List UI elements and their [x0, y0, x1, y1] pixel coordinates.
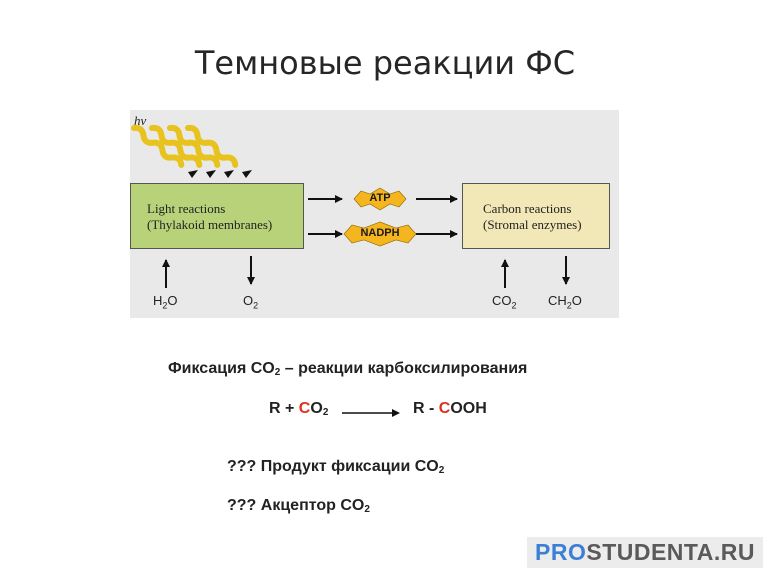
equation-arrow-icon — [342, 409, 400, 417]
diagram-graphics — [131, 124, 570, 288]
wave-arrowhead-1 — [188, 170, 198, 178]
carbon-reactions-title: Carbon reactions — [483, 201, 572, 216]
co2-label: CO2 — [492, 293, 517, 311]
o2-label: O2 — [243, 293, 259, 311]
light-wave-4 — [185, 124, 239, 168]
equation-left: R + CO2 — [269, 400, 329, 418]
carbon-reactions-subtitle: (Stromal enzymes) — [483, 217, 582, 232]
light-reactions-title: Light reactions — [147, 201, 226, 216]
light-wave-3 — [167, 124, 221, 168]
watermark-part2: STUDENTA.RU — [586, 539, 755, 565]
watermark-part1: PRO — [535, 539, 587, 565]
light-wave-1 — [131, 124, 185, 168]
question-product: ??? Продукт фиксации CO2 — [227, 458, 445, 476]
nadph-badge-icon — [343, 221, 417, 247]
watermark-logo: PROSTUDENTA.RU — [527, 537, 763, 568]
hv-label: hν — [134, 113, 147, 128]
equation-right: R - COOH — [413, 400, 487, 417]
nadph-label: NADPH — [360, 227, 400, 239]
light-reactions-subtitle: (Thylakoid membranes) — [147, 217, 273, 232]
ch2o-label: CH2O — [548, 293, 582, 311]
carbon-reactions-box: Carbon reactions (Stromal enzymes) — [462, 183, 610, 249]
light-reactions-box: Light reactions (Thylakoid membranes) — [130, 183, 304, 249]
fixation-heading: Фиксация CO2 – реакции карбоксилирования — [168, 360, 528, 378]
light-wave-2 — [149, 124, 203, 168]
wave-arrowhead-4 — [242, 170, 252, 178]
photosynthesis-diagram: hν Light reactions (Thylakoid membranes)… — [130, 110, 619, 318]
light-wave-icons — [131, 124, 239, 168]
slide-title: Темновые реакции ФС — [194, 44, 576, 82]
wave-arrowhead-2 — [206, 170, 216, 178]
h2o-label: H2O — [153, 293, 178, 311]
wave-arrowhead-3 — [224, 170, 234, 178]
atp-label: ATP — [369, 192, 391, 204]
question-acceptor: ??? Акцептор CO2 — [227, 497, 370, 515]
atp-badge-icon — [353, 187, 407, 211]
